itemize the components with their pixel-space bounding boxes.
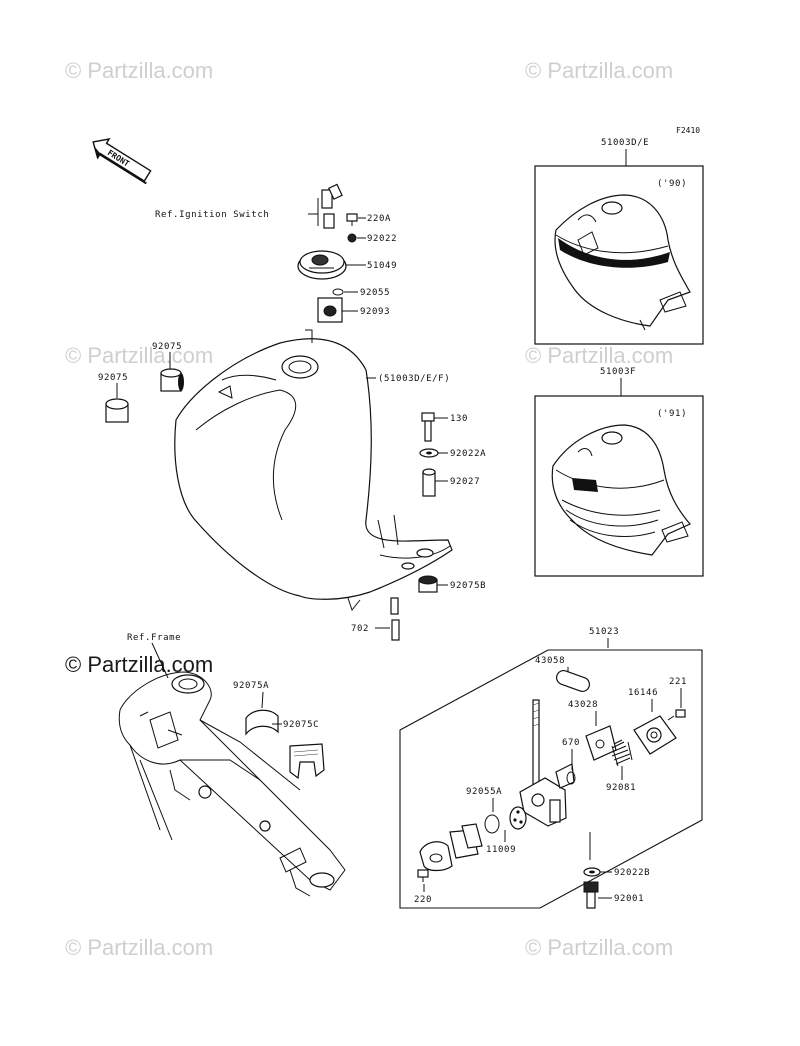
- part-label: 220A: [367, 214, 391, 224]
- part-label: 43058: [535, 656, 565, 666]
- part-label: 43028: [568, 700, 598, 710]
- watermark: © Partzilla.com: [65, 935, 213, 960]
- part-label: 221: [669, 677, 687, 687]
- part-label: 92022A: [450, 449, 486, 459]
- ref-frame-label: Ref.Frame: [127, 633, 181, 643]
- part-label: 92075A: [233, 681, 269, 691]
- fuel-cock-body: [519, 699, 575, 827]
- rubber-pad-icon: [245, 709, 279, 736]
- damper-icon: [105, 398, 129, 423]
- variant-91-box: ('91): [534, 395, 704, 577]
- ref-ignition-label: Ref.Ignition Switch: [155, 210, 269, 220]
- part-label: 92093: [360, 307, 390, 317]
- part-label: 16146: [628, 688, 658, 698]
- part-label: 92075B: [450, 581, 486, 591]
- cock-group-label: 51023: [589, 627, 619, 637]
- collar-icon: [422, 468, 436, 497]
- part-label: 92055A: [466, 787, 502, 797]
- seal-icon: [317, 297, 343, 323]
- part-label: 92055: [360, 288, 390, 298]
- rubber-bracket-icon: [289, 743, 325, 780]
- part-label: 92001: [614, 894, 644, 904]
- figure-code: F2410: [676, 126, 700, 135]
- diaphragm-icon: [585, 725, 617, 761]
- part-label: 11009: [486, 845, 516, 855]
- damper-icon: [418, 575, 438, 593]
- watermark: © Partzilla.com: [525, 58, 673, 83]
- part-label: 220: [414, 895, 432, 905]
- tank-label: (51003D/E/F): [378, 374, 450, 384]
- part-label: 702: [351, 624, 369, 634]
- part-label: 92075: [98, 373, 128, 383]
- part-label: 130: [450, 414, 468, 424]
- washer-icon: [583, 867, 601, 877]
- cover-icon: [633, 715, 677, 755]
- watermark: © Partzilla.com: [525, 343, 673, 368]
- bolt-icon: [421, 412, 435, 442]
- fuel-cap-icon: [297, 250, 347, 280]
- ignition-key-icon: [321, 183, 343, 229]
- front-arrow-icon: FRONT: [92, 138, 152, 185]
- part-label: 51049: [367, 261, 397, 271]
- pin-icon: [390, 597, 400, 641]
- part-label: 92027: [450, 477, 480, 487]
- o-ring-icon: [332, 288, 344, 296]
- washer-icon: [347, 233, 357, 243]
- part-label: 92081: [606, 783, 636, 793]
- watermark: © Partzilla.com: [65, 343, 213, 368]
- o-ring-icon: [566, 771, 576, 785]
- variant-90-part: 51003D/E: [601, 138, 649, 148]
- part-label: 670: [562, 738, 580, 748]
- mount-gasket-icon: [419, 823, 483, 872]
- frame-illustration: [118, 671, 346, 897]
- filter-icon: [509, 806, 527, 830]
- variant-91-part: 51003F: [600, 367, 636, 377]
- variant-90-box: ('90): [534, 165, 704, 345]
- watermark-group: © Partzilla.com © Partzilla.com © Partzi…: [65, 58, 673, 960]
- screw-icon: [667, 709, 686, 721]
- screw-icon: [346, 213, 358, 226]
- gasket-icon: [556, 669, 590, 693]
- damper-icon: [160, 368, 184, 392]
- leader-line: [308, 198, 319, 226]
- part-label: 92075: [152, 342, 182, 352]
- o-ring-icon: [484, 814, 500, 834]
- fuel-tank-main: [174, 329, 453, 612]
- part-label: 92075C: [283, 720, 319, 730]
- fuel-cock-group-box: [399, 649, 703, 909]
- variant-90-year: ('90): [657, 179, 687, 189]
- spring-icon: [611, 739, 633, 767]
- screw-icon: [417, 869, 429, 882]
- part-label: 92022B: [614, 868, 650, 878]
- part-label: 92022: [367, 234, 397, 244]
- variant-91-year: ('91): [657, 409, 687, 419]
- bolt-icon: [583, 881, 599, 909]
- watermark: © Partzilla.com: [65, 58, 213, 83]
- watermark: © Partzilla.com: [525, 935, 673, 960]
